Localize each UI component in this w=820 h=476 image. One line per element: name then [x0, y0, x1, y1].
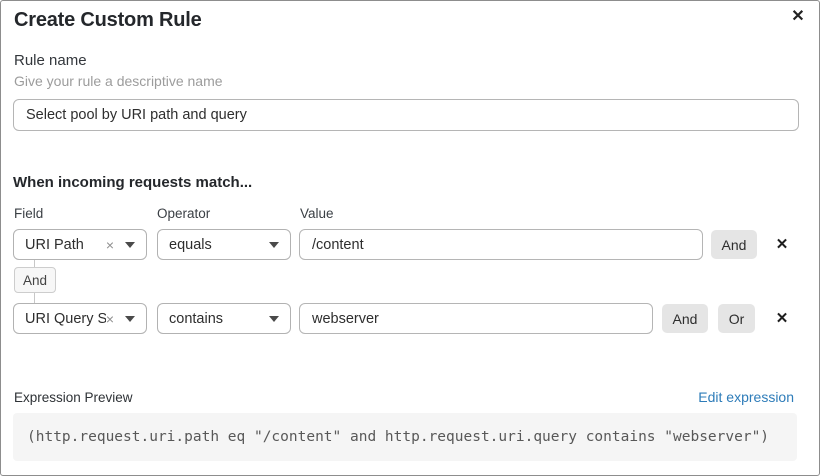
dialog-title: Create Custom Rule — [14, 9, 202, 31]
column-header-operator: Operator — [157, 206, 211, 221]
chevron-down-icon — [269, 315, 279, 322]
add-and-condition-button-row2[interactable]: And — [662, 304, 708, 333]
operator-select-row1-value: equals — [169, 236, 212, 253]
chevron-down-icon — [125, 315, 135, 322]
operator-select-row2[interactable]: contains — [157, 303, 291, 334]
value-input-row1[interactable] — [299, 229, 703, 260]
chevron-down-icon — [125, 241, 135, 248]
add-or-condition-button-row2[interactable]: Or — [718, 304, 755, 333]
expression-preview-label: Expression Preview — [14, 390, 133, 405]
connector-line — [34, 260, 35, 268]
value-input-row2[interactable] — [299, 303, 653, 334]
expression-preview-block: (http.request.uri.path eq "/content" and… — [13, 413, 797, 461]
field-select-row1[interactable]: URI Path × — [13, 229, 147, 260]
and-connector-badge[interactable]: And — [14, 267, 56, 293]
rule-name-label: Rule name — [14, 52, 87, 69]
field-select-row2-value: URI Query St... — [25, 310, 106, 327]
column-header-value: Value — [300, 206, 334, 221]
remove-row1-icon[interactable]: ✕ — [771, 234, 793, 256]
remove-row2-icon[interactable]: ✕ — [771, 308, 793, 330]
rule-name-description: Give your rule a descriptive name — [14, 73, 223, 89]
field-select-row2[interactable]: URI Query St... × — [13, 303, 147, 334]
clear-selection-icon[interactable]: × — [105, 236, 114, 253]
operator-select-row2-value: contains — [169, 310, 224, 327]
operator-select-row1[interactable]: equals — [157, 229, 291, 260]
close-icon[interactable]: ✕ — [786, 5, 810, 29]
column-header-field: Field — [14, 206, 44, 221]
add-and-condition-button-row1[interactable]: And — [711, 230, 757, 259]
edit-expression-link[interactable]: Edit expression — [698, 389, 794, 405]
connector-line — [34, 293, 35, 304]
rule-name-input[interactable] — [13, 99, 799, 131]
field-select-row1-value: URI Path — [25, 236, 84, 253]
match-section-heading: When incoming requests match... — [13, 174, 253, 191]
clear-selection-icon[interactable]: × — [105, 310, 114, 327]
expression-code: (http.request.uri.path eq "/content" and… — [27, 429, 770, 445]
chevron-down-icon — [269, 241, 279, 248]
